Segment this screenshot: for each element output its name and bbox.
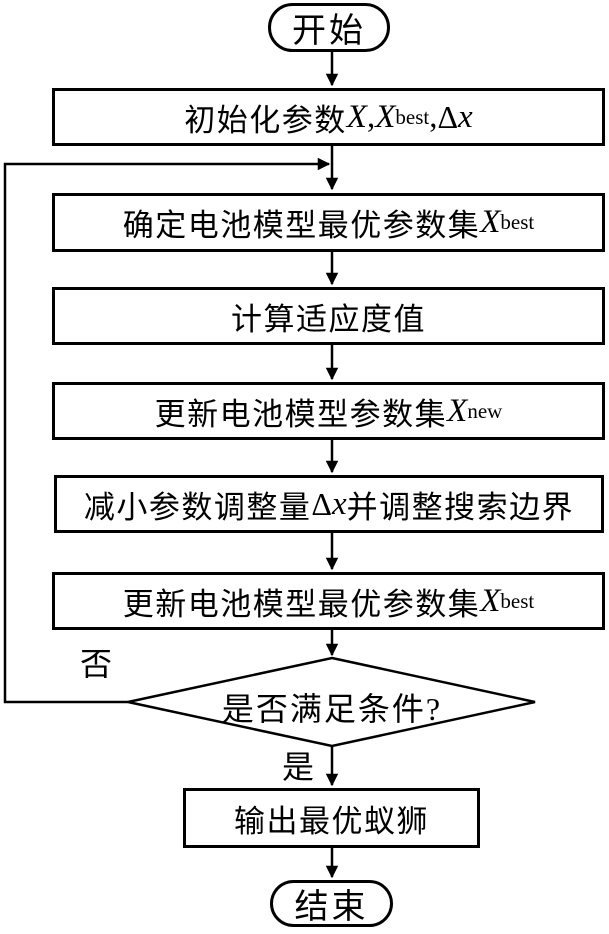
- end-label: 结束: [294, 889, 369, 926]
- update-new-text: 更新电池模型参数集: [154, 396, 448, 432]
- yes-edge-label: 是: [282, 749, 315, 785]
- reduce-delta-text-after: 并调整搜索边界: [346, 489, 575, 525]
- init-var-dx: x: [458, 98, 473, 135]
- end-terminator: 结束: [270, 880, 393, 927]
- init-var-x: X: [346, 98, 367, 135]
- no-edge-label: 否: [80, 646, 113, 682]
- output-text: 输出最优蚁狮: [234, 803, 429, 839]
- delta-symbol: Δ: [311, 485, 332, 522]
- start-terminator: 开始: [268, 3, 390, 52]
- reduce-delta-text-before: 减小参数调整量: [83, 489, 312, 525]
- fitness-text: 计算适应度值: [231, 301, 426, 337]
- loop-back-arrow: [3, 157, 331, 704]
- determine-best-text: 确定电池模型最优参数集: [122, 208, 481, 243]
- update-best-text: 更新电池模型最优参数集: [122, 586, 481, 622]
- init-text: 初始化参数: [184, 102, 347, 138]
- output-box: 输出最优蚁狮: [183, 788, 480, 848]
- decision-label: 是否满足条件?: [221, 691, 443, 727]
- init-var-xbest: X: [375, 98, 396, 135]
- fitness-box: 计算适应度值: [52, 287, 605, 345]
- delta-symbol: Δ: [437, 98, 459, 135]
- start-label: 开始: [292, 13, 366, 50]
